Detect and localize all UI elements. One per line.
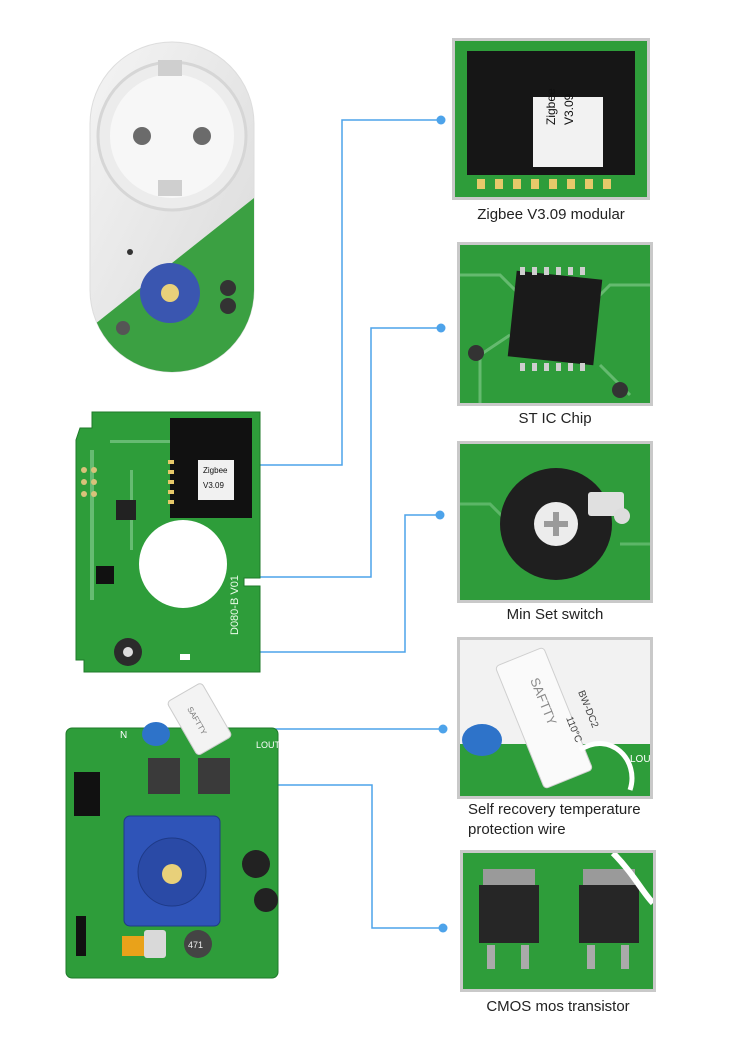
module-version: V3.09: [203, 481, 224, 490]
temp-wire-caption: Self recovery temperature protection wir…: [468, 800, 668, 840]
module-word: Zigbee: [203, 466, 228, 475]
board-code: D080-B V01: [229, 575, 241, 635]
temp-wire-caption-line2: protection wire: [468, 821, 566, 838]
min-set-closeup: [457, 441, 653, 603]
zigbee-caption: Zigbee V3.09 modular: [477, 206, 625, 223]
temp-wire-closeup: LOUT SAFTTY BW-DC2 110°C: [457, 637, 653, 799]
mos-closeup: [460, 850, 656, 992]
n-label: N: [120, 730, 127, 741]
temp-wire-image: LOUT SAFTTY BW-DC2 110°C: [460, 640, 650, 796]
mos-caption: CMOS mos transistor: [486, 998, 630, 1015]
lout-label-small: LOUT: [256, 740, 281, 750]
st-ic-caption: ST IC Chip: [518, 410, 592, 427]
min-set-image: [460, 444, 650, 600]
inductor-value-small: 471: [188, 940, 203, 950]
lout-label: LOUT: [630, 754, 650, 765]
power-board-photo: SAFTTY N LOUT 471: [65, 683, 281, 979]
smart-plug-photo: [89, 41, 255, 373]
mos-image: [463, 853, 653, 989]
zigbee-module-closeup: Zigbee V3.09: [452, 38, 650, 200]
zigbee-module-image: Zigbee V3.09: [455, 41, 647, 197]
closeup-module-word: Zigbee: [544, 88, 558, 125]
st-ic-closeup: [457, 242, 653, 406]
closeup-module-version: V3.09: [562, 93, 576, 125]
control-board-photo: Zigbee V3.09 D080-B V01: [75, 411, 261, 673]
min-set-caption: Min Set switch: [506, 606, 604, 623]
temp-wire-caption-line1: Self recovery temperature: [468, 801, 641, 818]
st-ic-image: [460, 245, 650, 403]
